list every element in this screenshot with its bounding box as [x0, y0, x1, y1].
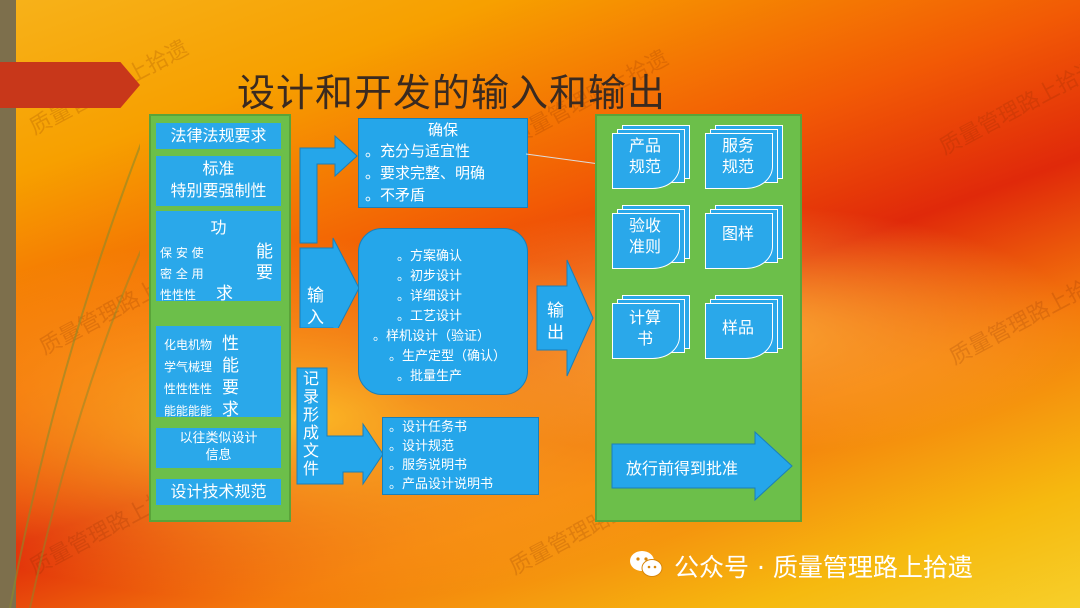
document-label: 图样 [721, 224, 754, 243]
input-label: 输入 [307, 286, 324, 328]
document-label: 规范 [628, 157, 661, 176]
process-box: 。方案确认 。初步设计 。详细设计 。工艺设计 。样机设计（验证） 。生产定型（… [358, 228, 528, 395]
standard-line1: 标准 [202, 159, 235, 178]
performance-row-char: 能 [222, 356, 239, 376]
document-stack: 验收 准则 [612, 205, 692, 271]
documents-item: 。服务说明书 [389, 458, 468, 473]
release-arrow [611, 430, 793, 502]
ensure-box: 确保 。充分与适宜性 。要求完整、明确 。不矛盾 [358, 118, 528, 208]
performance-row-char: 要 [222, 378, 239, 398]
documents-item: 。设计规范 [389, 439, 455, 454]
record-arrow [296, 367, 384, 486]
ensure-head: 确保 [427, 121, 458, 139]
footer-account-name: 公众号 · 质量管理路上拾遗 [674, 553, 973, 582]
standard-box: 标准 特别要强制性 [156, 156, 281, 206]
document-stack: 图样 [705, 205, 785, 271]
ensure-item: 。充分与适宜性 [365, 142, 471, 160]
output-label: 输出 [547, 301, 564, 343]
ensure-item: 。不矛盾 [365, 186, 426, 204]
function-row-text: 密 全 用 [160, 267, 204, 281]
previous-design-line2: 信息 [205, 448, 232, 463]
release-label: 放行前得到批准 [626, 459, 739, 478]
function-requirement-box: 功 保 安 使 能 密 全 用 要 性性性 求 [156, 211, 281, 304]
performance-requirement-box: 化电机物性 学气械理能 性性性性要 能能能能求 [156, 326, 281, 420]
process-item: 。方案确认 [397, 249, 463, 264]
title-tab-marker [0, 62, 140, 108]
input-arrows [299, 134, 360, 328]
document-label: 准则 [628, 237, 661, 256]
function-row-text: 保 安 使 [160, 246, 204, 260]
process-item: 。工艺设计 [397, 309, 463, 324]
function-rows: 保 安 使 能 密 全 用 要 性性性 求 [160, 237, 280, 304]
document-stack: 计算 书 [612, 295, 692, 361]
document-label: 书 [636, 329, 653, 348]
design-spec-box: 设计技术规范 [156, 479, 281, 505]
function-head: 功 [210, 218, 227, 237]
output-arrow [536, 259, 594, 377]
document-label: 服务 [721, 136, 754, 155]
process-item: 。样机设计（验证） [373, 329, 491, 344]
performance-row-char: 求 [222, 400, 239, 420]
document-label: 规范 [721, 157, 754, 176]
process-item: 。初步设计 [397, 269, 463, 284]
function-row-char: 能 [256, 242, 273, 262]
performance-row-char: 性 [222, 334, 239, 354]
document-label: 计算 [628, 308, 661, 327]
left-stripe [0, 0, 16, 608]
document-label: 样品 [721, 318, 754, 337]
document-label: 验收 [628, 216, 661, 235]
performance-row-text: 性性性性 [164, 382, 213, 396]
standard-line2: 特别要强制性 [170, 181, 267, 200]
document-stack: 产品 规范 [612, 125, 692, 191]
page-title: 设计和开发的输入和输出 [237, 71, 667, 115]
document-stack: 样品 [705, 295, 785, 361]
document-stack: 服务 规范 [705, 125, 785, 191]
performance-row-text: 学气械理 [164, 360, 213, 374]
documents-box: 。设计任务书 。设计规范 。服务说明书 。产品设计说明书 [382, 417, 539, 495]
process-item: 。详细设计 [397, 289, 463, 304]
function-row-text: 性性性 [160, 288, 197, 302]
documents-item: 。产品设计说明书 [389, 477, 494, 492]
performance-row-text: 能能能能 [164, 404, 213, 418]
documents-item: 。设计任务书 [389, 420, 468, 435]
wechat-icon [630, 551, 663, 577]
previous-design-line1: 以往类似设计 [179, 431, 258, 446]
performance-row-text: 化电机物 [164, 338, 213, 352]
process-item: 。生产定型（确认） [389, 349, 507, 364]
previous-design-info-box: 以往类似设计 信息 [156, 428, 281, 468]
function-row-char: 要 [256, 263, 273, 283]
decorative-curves [9, 143, 140, 608]
law-requirement-box: 法律法规要求 [156, 123, 281, 149]
document-label: 产品 [628, 136, 661, 155]
performance-rows: 化电机物性 学气械理能 性性性性要 能能能能求 [164, 329, 279, 420]
ensure-item: 。要求完整、明确 [365, 164, 486, 182]
record-label: 记录形成文件 [303, 369, 320, 478]
process-item: 。批量生产 [397, 369, 463, 384]
function-row-char: 求 [216, 284, 233, 304]
